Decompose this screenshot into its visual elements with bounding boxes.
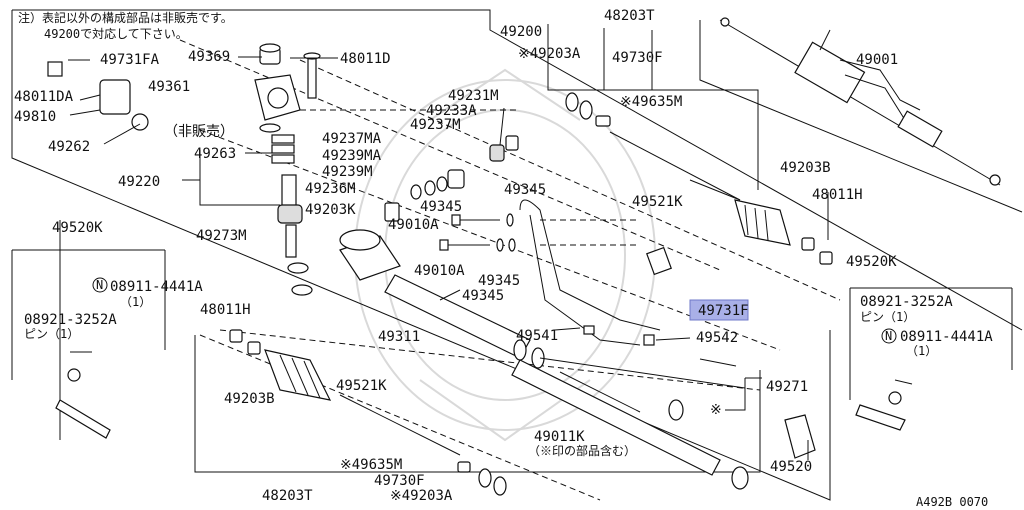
label-49521K-top: 49521K [632,194,683,210]
label-08911-right-qty: （1） [906,344,937,358]
label-pin-left: ピン（1） [24,327,79,341]
lower-rack-group [229,329,816,496]
label-49271: 49271 [766,379,808,395]
label-49010A-a: 49010A [388,217,439,233]
upper-tie-rod-group [565,92,833,265]
bolt-washer-group [439,213,516,252]
note-line-2: 49200で対応して下さい。 [44,27,188,41]
label-48011DA: 48011DA [14,89,74,105]
n-symbol-left-text: N [96,278,103,292]
label-48203T-bottom: 48203T [262,488,313,504]
note-line-1: 注）表記以外の構成部品は非販売です。 [18,10,233,25]
label-pin-right: ピン（1） [860,310,915,324]
rack-assembly-49001 [719,17,1001,186]
label-49810: 49810 [14,109,56,125]
label-49542: 49542 [696,330,738,346]
n-symbol-right [881,328,897,344]
label-48011D: 48011D [340,51,391,67]
label-49345-a: 49345 [504,182,546,198]
label-49361: 49361 [148,79,190,95]
seal-rings-group [384,135,519,222]
label-08911-left: 08911-4441A [110,279,203,295]
tie-rod-ends [55,351,913,439]
label-49011K-note: （※印の部品含む） [528,443,636,458]
label-49730F-top: 49730F [612,50,663,66]
label-49233A: 49233A [426,103,477,119]
label-48203T-top: 48203T [604,8,655,24]
label-49203A-top: ※49203A [518,46,581,62]
assembly-outline [11,9,1023,501]
label-49520K-right: 49520K [846,254,897,270]
n-symbol-right-text: N [885,329,892,343]
label-49731FA: 49731FA [100,52,160,68]
label-49011K: 49011K [534,429,585,445]
label-49220: 49220 [118,174,160,190]
label-49263: 49263 [194,146,236,162]
label-49345-b: 49345 [420,199,462,215]
n-symbol-left [92,277,108,293]
label-08911-left-qty: （1） [120,295,151,309]
label-49635M-bottom: ※49635M [340,457,402,473]
label-08911-right: 08911-4441A [900,329,993,345]
label-49521K-bottom: 49521K [336,378,387,394]
label-49731F: 49731F [698,303,749,319]
feed-lines [519,199,672,346]
label-49203A-bottom: ※49203A [390,488,453,504]
label-49262: 49262 [48,139,90,155]
label-49203B-right: 49203B [780,160,831,176]
reference-code: A492B 0070 [916,495,988,509]
label-49010A-b: 49010A [414,263,465,279]
highlight-49731F [689,299,749,321]
label-49345-d: 49345 [462,288,504,304]
label-49239M: 49239M [322,164,373,180]
guide-lines [179,39,841,501]
label-49541: 49541 [516,328,558,344]
rack-housing-49311 [339,229,531,359]
label-49311: 49311 [378,329,420,345]
label-49369: 49369 [188,49,230,65]
label-49730F-bottom: 49730F [374,473,425,489]
label-48011H-left: 48011H [200,302,251,318]
label-49345-c: 49345 [478,273,520,289]
label-49237MA: 49237MA [322,131,382,147]
label-49203B-left: 49203B [224,391,275,407]
label-49520K-left: 49520K [52,220,103,236]
label-49231M: 49231M [448,88,499,104]
label-49001: 49001 [856,52,898,68]
label-49635M-top: ※49635M [620,94,682,110]
label-08921-left: 08921-3252A [24,312,117,328]
label-49273M: 49273M [196,228,247,244]
label-49520: 49520 [770,459,812,475]
label-asterisk: ※ [710,402,722,418]
part-labels: 注）表記以外の構成部品は非販売です。 49200で対応して下さい。 49200 … [14,8,993,509]
label-49203K: 49203K [305,202,356,218]
label-49200: 49200 [500,24,542,40]
label-hihanbai: （非販売） [164,124,234,140]
label-48011H-right: 48011H [812,187,863,203]
label-49236M: 49236M [305,181,356,197]
label-08921-right: 08921-3252A [860,294,953,310]
label-49239MA: 49239MA [322,148,382,164]
leader-lines [68,28,829,460]
label-49237M: 49237M [410,117,461,133]
